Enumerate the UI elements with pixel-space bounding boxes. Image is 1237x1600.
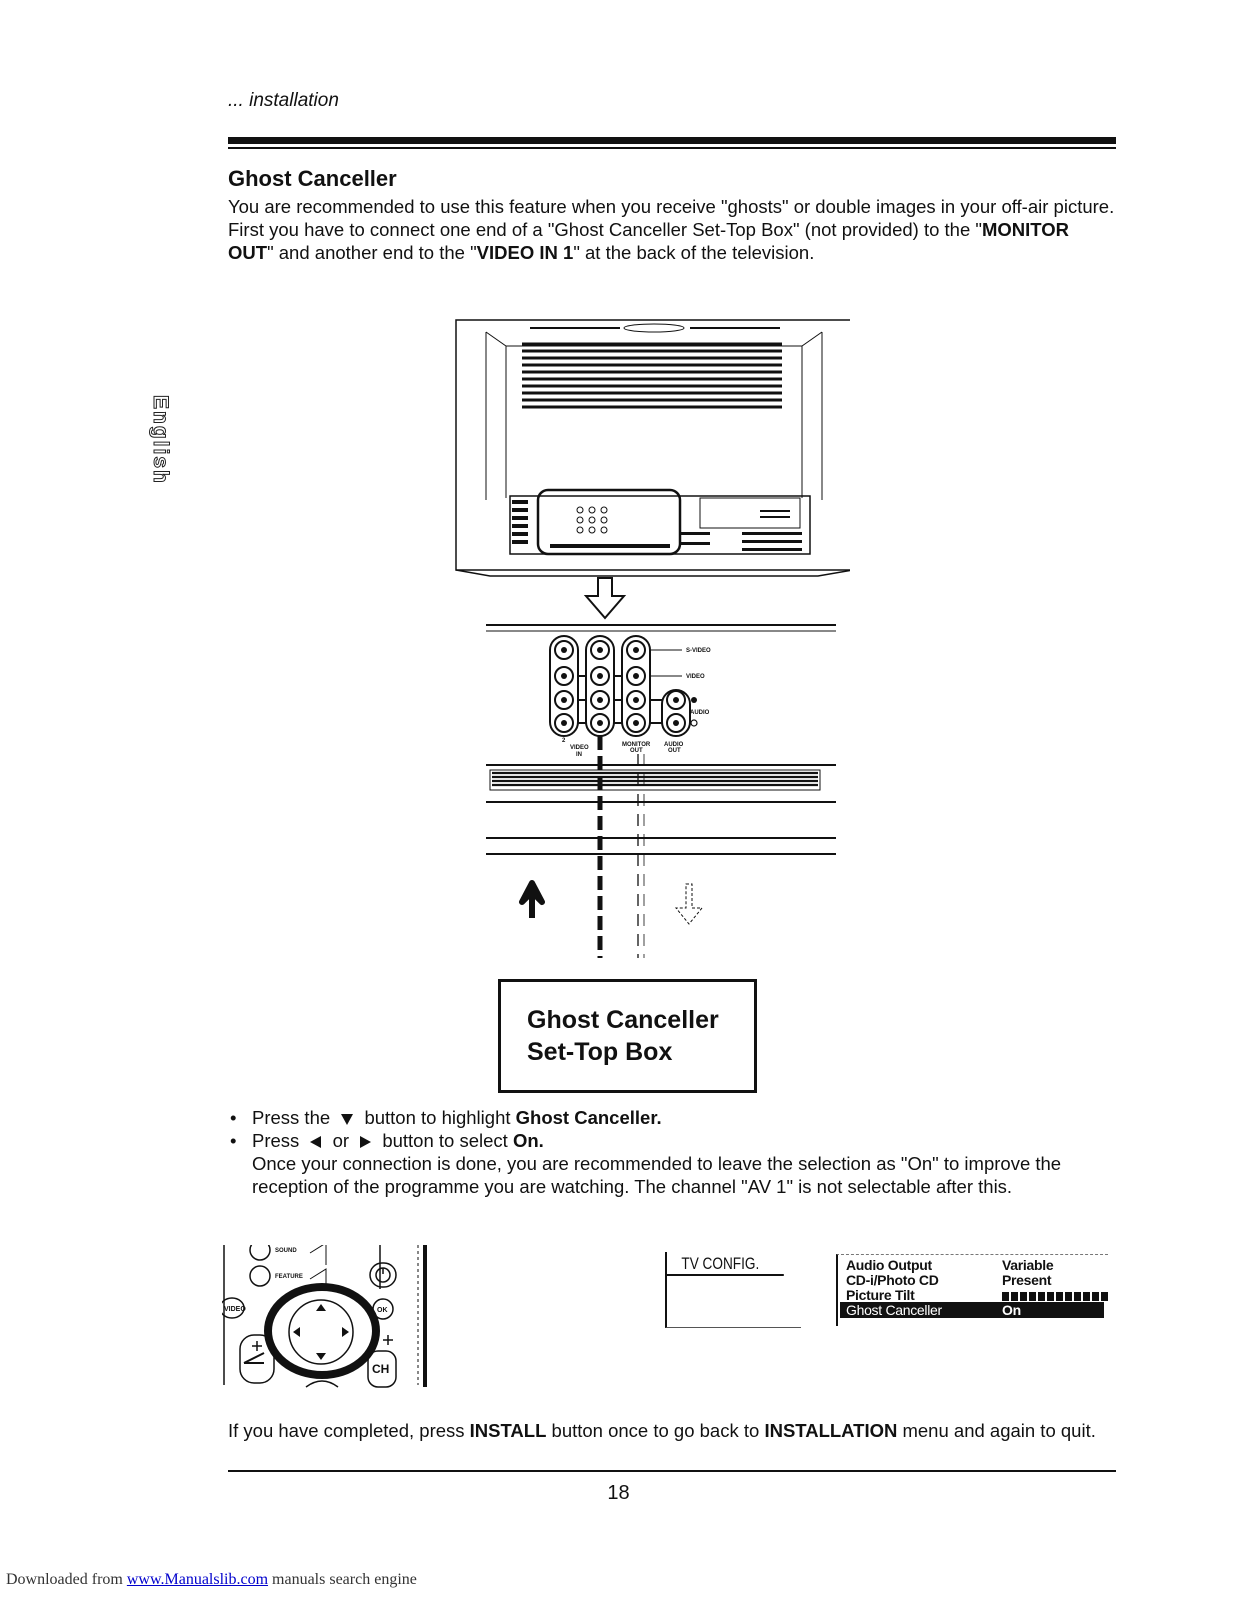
- intro-paragraph: You are recommended to use this feature …: [228, 195, 1118, 264]
- footer-text-3: menu and again to quit.: [897, 1420, 1096, 1441]
- sound-button[interactable]: [249, 1245, 271, 1261]
- footer-text-2: button once to go back to: [546, 1420, 765, 1441]
- remote-control-illustration: SOUND FEATURE VIDEO OK CH: [222, 1245, 427, 1388]
- set-top-box-line-2: Set-Top Box: [527, 1038, 673, 1066]
- highlight-circle: [264, 1283, 380, 1379]
- footer-instruction: If you have completed, press INSTALL but…: [228, 1419, 1108, 1442]
- sound-label: SOUND: [275, 1248, 297, 1254]
- monitor-out-label: OUT: [630, 748, 643, 754]
- bullet: •: [230, 1130, 237, 1151]
- menu-value: Present: [1002, 1272, 1052, 1288]
- down-arrow-icon: [583, 577, 627, 620]
- monitor-label: MONITOR: [622, 742, 651, 748]
- manualslib-link[interactable]: www.Manualslib.com: [126, 1571, 269, 1588]
- step-2-text: Press: [252, 1130, 300, 1151]
- installation-term: INSTALLATION: [764, 1420, 898, 1441]
- nav-left-icon: [293, 1327, 300, 1337]
- step-2: • Press or button to select On.: [228, 1129, 1128, 1152]
- down-arrow-button-icon: [341, 1113, 354, 1125]
- header-rule-thin: [228, 147, 1116, 149]
- audio-out-label-2: OUT: [668, 748, 681, 754]
- video-label: VIDEO: [686, 674, 705, 680]
- panel-rules: [486, 624, 836, 632]
- vent-grille: [522, 342, 782, 409]
- tv-rear-illustration: [455, 319, 850, 577]
- instruction-steps: • Press the button to highlight Ghost Ca…: [228, 1106, 1128, 1198]
- audio-label: AUDIO: [690, 710, 710, 716]
- up-arrow-icon: [519, 880, 545, 918]
- set-top-box-label: Ghost Canceller Set-Top Box: [498, 979, 757, 1093]
- monitor-out-term: MONITOR OUT: [228, 219, 1069, 263]
- ghost-canceller-term: Ghost Canceller.: [515, 1107, 662, 1128]
- menu-row-ghost-canceller[interactable]: Ghost Canceller On: [840, 1302, 1104, 1318]
- menu-key: Picture Tilt: [846, 1287, 915, 1303]
- floor-bands: [486, 764, 836, 855]
- install-term: INSTALL: [469, 1420, 547, 1441]
- feature-label: FEATURE: [275, 1274, 303, 1280]
- language-side-label: English: [149, 395, 173, 486]
- ok-button-label: OK: [377, 1307, 388, 1314]
- download-credit: Downloaded from www.Manualslib.com manua…: [6, 1571, 417, 1589]
- download-suffix: manuals search engine: [268, 1571, 417, 1588]
- video-in-label: VIDEO: [570, 745, 589, 751]
- set-top-box-line-1: Ghost Canceller: [527, 1006, 719, 1034]
- section-label: ... installation: [228, 90, 339, 111]
- step-1: • Press the button to highlight Ghost Ca…: [228, 1106, 1128, 1129]
- footer-text-1: If you have completed, press: [228, 1420, 470, 1441]
- tv-config-title: TV CONFIG.: [667, 1254, 784, 1276]
- tv-config-menu-title-panel: TV CONFIG.: [665, 1252, 801, 1328]
- right-arrow-button-icon: [360, 1136, 372, 1149]
- menu-value: Variable: [1002, 1257, 1054, 1273]
- section-heading: Ghost Canceller: [228, 166, 397, 191]
- step-note: Once your connection is done, you are re…: [252, 1153, 1062, 1197]
- download-prefix: Downloaded from: [6, 1571, 127, 1588]
- nav-right-icon: [342, 1327, 349, 1337]
- step-2-text-2: button to select: [382, 1130, 508, 1151]
- step-2-or: or: [332, 1130, 350, 1151]
- menu-key: Ghost Canceller: [846, 1302, 942, 1318]
- navigation-pad[interactable]: [288, 1299, 354, 1365]
- picture-tilt-slider[interactable]: [1002, 1287, 1110, 1303]
- ch-label: CH: [372, 1362, 389, 1376]
- menu-key: CD-i/Photo CD: [846, 1272, 939, 1288]
- on-term: On.: [512, 1130, 544, 1151]
- step-1-text: Press the: [252, 1107, 331, 1128]
- connection-diagram: S-VIDEO VIDEO AUDIO 2 1 VIDEO IN MONITOR…: [455, 319, 850, 958]
- intro-text-1: You are recommended to use this feature …: [228, 196, 1115, 240]
- menu-value: On: [1002, 1302, 1021, 1318]
- jack-number-2: 2: [562, 738, 566, 744]
- in-label: IN: [576, 752, 582, 758]
- intro-text-3: " at the back of the television.: [573, 242, 815, 263]
- step-1-text-2: button to highlight: [364, 1107, 511, 1128]
- page-number: 18: [607, 1482, 630, 1504]
- svideo-label: S-VIDEO: [686, 648, 711, 654]
- intro-text-2: " and another end to the ": [267, 242, 477, 263]
- audio-out-label: AUDIO: [664, 742, 684, 748]
- menu-key: Audio Output: [846, 1257, 932, 1273]
- tv-config-menu: Audio Output Variable CD-i/Photo CD Pres…: [836, 1254, 1110, 1326]
- video-in-term: VIDEO IN 1: [476, 242, 574, 263]
- nav-down-icon: [316, 1353, 326, 1360]
- bullet: •: [230, 1107, 237, 1128]
- header-rule: [228, 137, 1116, 144]
- video-button[interactable]: [222, 1297, 245, 1319]
- feature-button[interactable]: [249, 1265, 271, 1287]
- nav-up-icon: [316, 1304, 326, 1311]
- footer-rule: [228, 1470, 1116, 1472]
- left-arrow-button-icon: [310, 1136, 322, 1149]
- video-button-label: VIDEO: [224, 1306, 246, 1313]
- down-outline-arrow-icon: [674, 883, 704, 925]
- av-jack-panel: [549, 635, 698, 737]
